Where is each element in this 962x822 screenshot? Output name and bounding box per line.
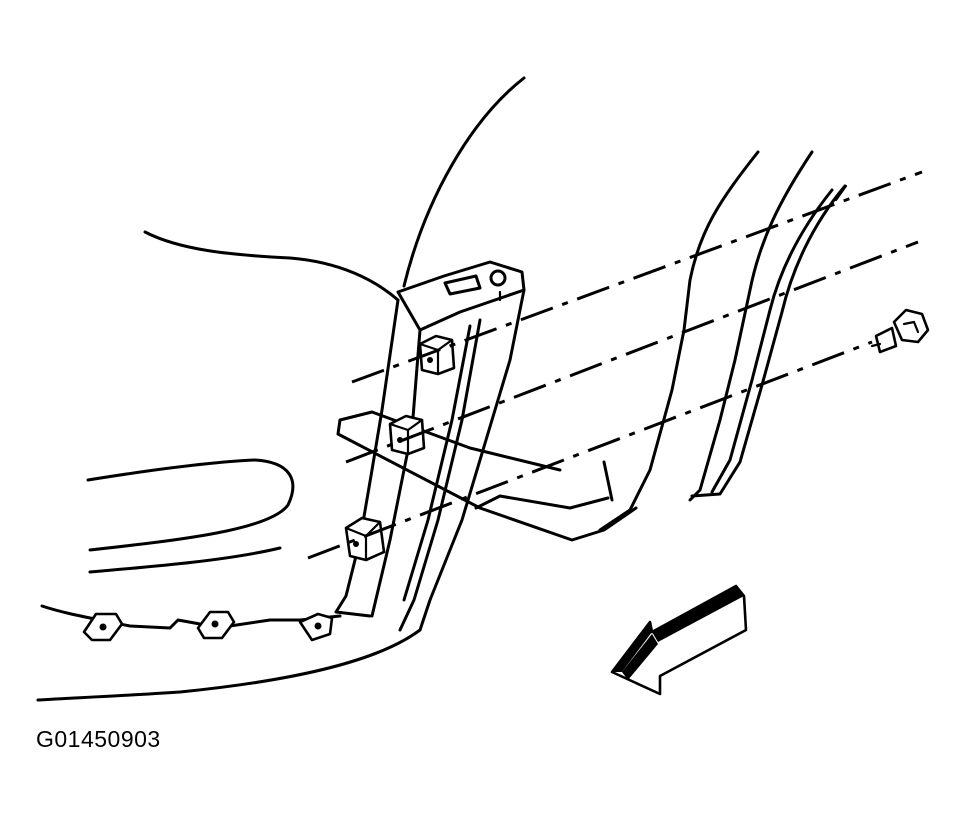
wheel-opening-trim: [86, 458, 295, 574]
front-direction-arrow: [610, 584, 748, 696]
bolt-fastener: [870, 308, 930, 354]
lower-bracket: [336, 410, 638, 542]
retainer-clip: [82, 612, 124, 642]
alignment-line-middle: [345, 240, 919, 464]
fender-panel: [598, 150, 848, 532]
alignment-lines: [307, 170, 923, 560]
nut-retainer-top: [418, 334, 456, 376]
retainer-clip: [298, 612, 334, 642]
figure-id-label: G01450903: [36, 726, 161, 752]
alignment-line-top: [351, 170, 923, 384]
nut-retainer-middle: [388, 414, 426, 456]
alignment-line-bottom: [307, 340, 873, 560]
nut-retainer-bottom: [344, 516, 386, 562]
bumper-fascia: [36, 76, 526, 702]
retainer-clip: [196, 610, 236, 640]
lower-edge: [40, 604, 342, 630]
